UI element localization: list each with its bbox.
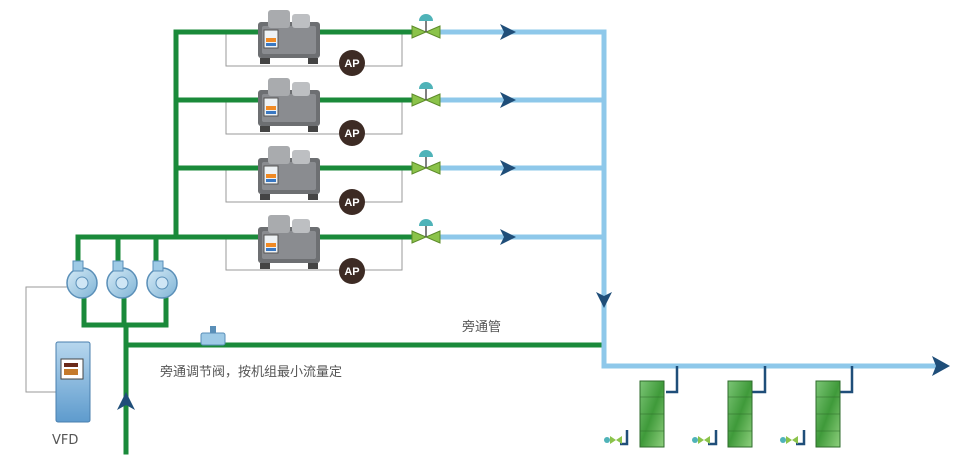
valve-icon bbox=[411, 219, 441, 244]
chiller-row-3: AP bbox=[258, 146, 365, 215]
chiller-icon bbox=[258, 10, 320, 64]
valve-icon bbox=[604, 436, 622, 444]
bypass-valve-icon bbox=[200, 326, 226, 346]
ap-label: AP bbox=[344, 266, 359, 278]
bypass-pipe-label: 旁通管 bbox=[462, 319, 501, 335]
coil-3 bbox=[815, 380, 841, 448]
pump-icon bbox=[106, 260, 138, 299]
arrow-icon bbox=[500, 24, 516, 40]
vfd-control-line bbox=[25, 286, 80, 393]
ap-badge: AP bbox=[339, 120, 365, 146]
isolation-valve-1 bbox=[411, 14, 441, 39]
flow-arrows bbox=[117, 24, 950, 410]
vfd-icon bbox=[55, 341, 91, 423]
valve-icon bbox=[692, 436, 710, 444]
ap-label: AP bbox=[344, 128, 359, 140]
chiller-row-2: AP bbox=[258, 78, 365, 146]
pump-3 bbox=[146, 260, 178, 299]
terminal-valve-1 bbox=[604, 436, 622, 444]
arrow-icon bbox=[932, 356, 950, 376]
ap-badge: AP bbox=[339, 189, 365, 215]
coil-1 bbox=[639, 380, 665, 448]
chiller-sense-lines bbox=[225, 32, 403, 271]
terminal-branches bbox=[620, 366, 854, 446]
coil-icon bbox=[727, 380, 753, 448]
ap-badge: AP bbox=[339, 258, 365, 284]
pump-1 bbox=[66, 260, 98, 299]
chiller-row-4: AP bbox=[258, 215, 365, 284]
chiller-icon bbox=[258, 215, 320, 269]
arrow-icon bbox=[117, 392, 135, 410]
vfd-label: VFD bbox=[52, 433, 78, 448]
valve-icon bbox=[780, 436, 798, 444]
pump-icon bbox=[146, 260, 178, 299]
arrow-icon bbox=[500, 92, 516, 108]
pump-2 bbox=[106, 260, 138, 299]
coil-icon bbox=[639, 380, 665, 448]
return-piping bbox=[437, 29, 939, 369]
terminal-valve-3 bbox=[780, 436, 798, 444]
vfd bbox=[55, 341, 91, 423]
bypass-valve-note: 旁通调节阀，按机组最小流量定 bbox=[160, 364, 342, 380]
terminal-valve-2 bbox=[692, 436, 710, 444]
pump-icon bbox=[66, 260, 98, 299]
ap-label: AP bbox=[344, 58, 359, 70]
coil-2 bbox=[727, 380, 753, 448]
valve-icon bbox=[411, 82, 441, 107]
bypass-valve bbox=[200, 326, 226, 346]
valve-icon bbox=[411, 14, 441, 39]
isolation-valve-4 bbox=[411, 219, 441, 244]
arrow-icon bbox=[500, 229, 516, 245]
supply-piping bbox=[75, 29, 607, 455]
chiller-row-1: AP bbox=[258, 10, 365, 76]
valve-icon bbox=[411, 150, 441, 175]
chiller-icon bbox=[258, 146, 320, 200]
isolation-valve-2 bbox=[411, 82, 441, 107]
arrow-icon bbox=[500, 160, 516, 176]
chiller-icon bbox=[258, 78, 320, 132]
ap-label: AP bbox=[344, 197, 359, 209]
ap-badge: AP bbox=[339, 50, 365, 76]
arrow-icon bbox=[596, 292, 612, 308]
isolation-valve-3 bbox=[411, 150, 441, 175]
coil-icon bbox=[815, 380, 841, 448]
